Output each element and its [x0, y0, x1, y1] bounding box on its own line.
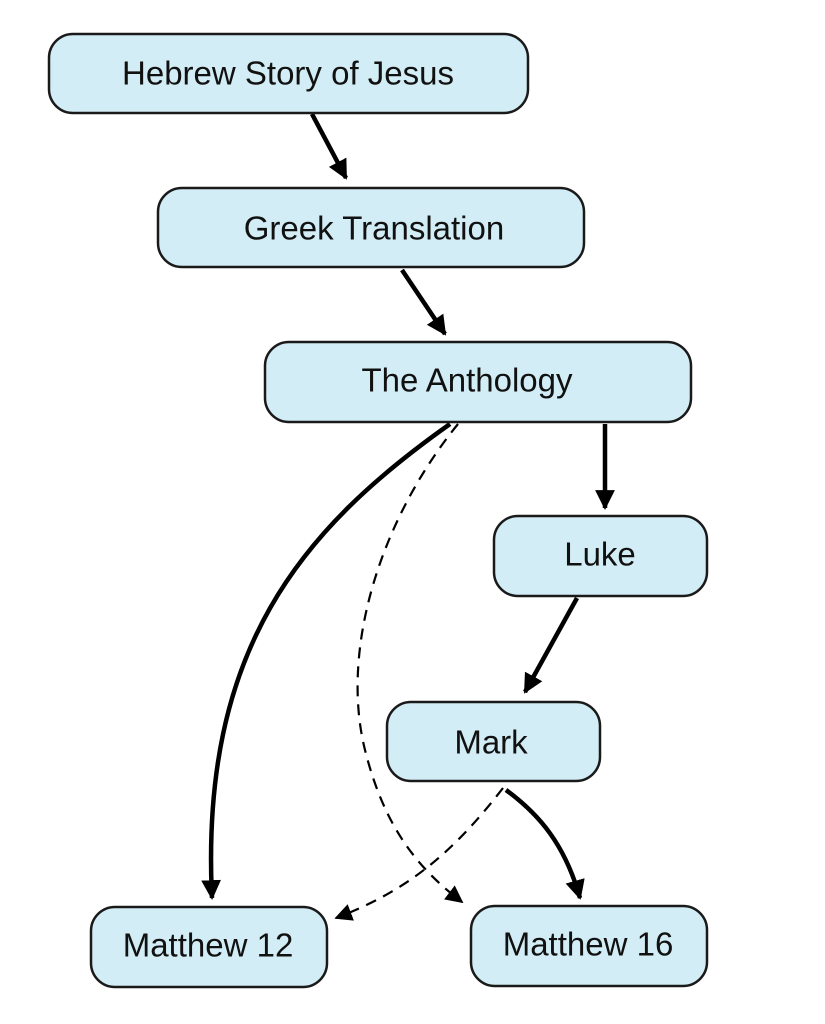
node-label: Mark: [454, 724, 528, 761]
edge-luke-to-mark: [523, 596, 579, 694]
edge-hebrew-to-greek: [310, 112, 348, 180]
edges: [201, 112, 615, 921]
node-greek-translation: Greek Translation: [156, 186, 586, 269]
edge-anthology-to-matthew12: [201, 422, 452, 900]
node-mark: Mark: [385, 700, 602, 783]
node-label: Matthew 16: [503, 926, 674, 963]
node-label: Luke: [564, 536, 636, 573]
edge-anthology-to-matthew16: [356, 423, 464, 904]
edge-mark-to-matthew12: [334, 787, 504, 921]
edge-mark-to-matthew16: [504, 788, 585, 900]
node-label: Matthew 12: [123, 927, 294, 964]
edge-greek-to-anthology: [400, 268, 447, 336]
node-hebrew-story: Hebrew Story of Jesus: [47, 32, 530, 115]
node-matthew-16: Matthew 16: [469, 904, 709, 988]
node-the-anthology: The Anthology: [263, 340, 693, 424]
node-label: Hebrew Story of Jesus: [122, 55, 454, 92]
node-label: Greek Translation: [244, 210, 504, 247]
node-matthew-12: Matthew 12: [89, 905, 329, 989]
node-label: The Anthology: [362, 362, 573, 399]
node-luke: Luke: [492, 514, 709, 598]
